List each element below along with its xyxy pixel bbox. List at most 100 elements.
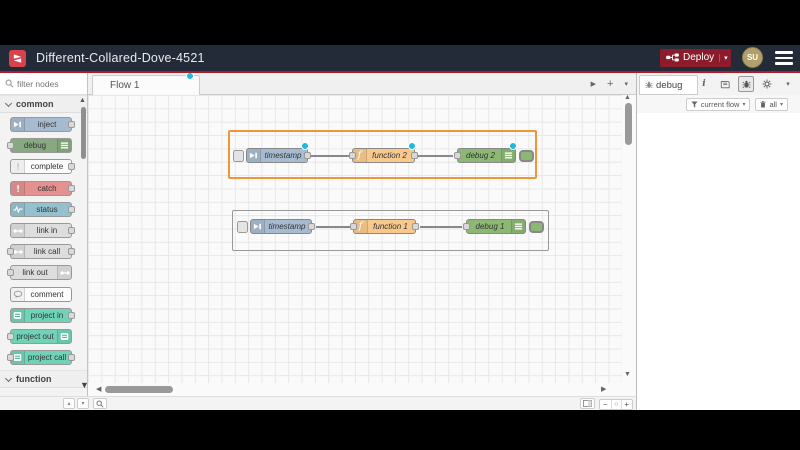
flow-node-function-1[interactable]: ffunction 1 <box>353 219 416 234</box>
palette-node-inject[interactable]: inject <box>10 117 72 132</box>
search-flows-button[interactable] <box>93 398 107 409</box>
palette-scroll-down-icon[interactable]: ▼ <box>80 380 89 390</box>
hscroll-thumb[interactable] <box>105 386 173 393</box>
node-label: debug <box>11 139 71 152</box>
palette-node-catch[interactable]: catch <box>10 181 72 196</box>
palette-category-function[interactable]: function <box>0 370 87 388</box>
tab-debug[interactable]: debug <box>639 75 698 95</box>
node-port-out[interactable] <box>308 223 315 230</box>
info-icon[interactable]: i <box>696 76 712 92</box>
flow-node-function-2[interactable]: ffunction 2 <box>352 148 415 163</box>
navigator-icon[interactable] <box>580 398 595 409</box>
node-port-in[interactable] <box>454 152 461 159</box>
deploy-button[interactable]: Deploy ▾ <box>660 49 731 67</box>
chevron-down-icon: ▾ <box>780 101 783 108</box>
collapse-categories-icon[interactable]: ▴ <box>63 398 75 409</box>
flow-node-timestamp[interactable]: timestamp <box>246 148 308 163</box>
book-icon[interactable] <box>717 76 733 92</box>
node-port-in[interactable] <box>7 248 14 255</box>
palette-node-complete[interactable]: complete <box>10 159 72 174</box>
tab-flow-1[interactable]: Flow 1 <box>92 75 200 95</box>
node-port-out[interactable] <box>304 152 311 159</box>
node-port-out[interactable] <box>68 227 75 234</box>
hscroll-left-icon[interactable]: ◀ <box>96 385 101 393</box>
zoom-in-icon[interactable]: + <box>621 400 632 409</box>
palette-node-project-out[interactable]: project out <box>10 329 72 344</box>
deploy-caret-icon[interactable]: ▾ <box>719 54 732 62</box>
node-port-out[interactable] <box>68 121 75 128</box>
wire[interactable] <box>418 155 453 157</box>
hscroll-right-icon[interactable]: ▶ <box>601 385 606 393</box>
node-label: link in <box>11 224 71 237</box>
node-port-in[interactable] <box>7 333 14 340</box>
filter-nodes-input[interactable] <box>17 79 77 89</box>
node-port-out[interactable] <box>68 248 75 255</box>
flow-tab-label: Flow 1 <box>110 80 139 91</box>
debug-messages-panel[interactable] <box>637 114 800 410</box>
palette-scroll-up-icon[interactable]: ▲ <box>79 97 86 104</box>
node-port-in[interactable] <box>7 354 14 361</box>
palette-node-link-in[interactable]: link in <box>10 223 72 238</box>
palette-node-project-in[interactable]: project in <box>10 308 72 323</box>
vscroll-down-icon[interactable]: ▼ <box>624 371 631 378</box>
node-port-in[interactable] <box>463 223 470 230</box>
palette-category-common[interactable]: common <box>0 95 87 113</box>
zoom-out-icon[interactable]: − <box>600 400 611 409</box>
node-port-out[interactable] <box>68 163 75 170</box>
scroll-tabs-right-icon[interactable]: ▶ <box>591 80 596 88</box>
node-port-in[interactable] <box>7 142 14 149</box>
hamburger-menu-icon[interactable] <box>775 51 793 65</box>
palette-node-project-call[interactable]: project call <box>10 350 72 365</box>
node-label: timestamp <box>251 220 311 234</box>
debug-toggle-button[interactable] <box>519 150 534 162</box>
palette-node-debug[interactable]: debug <box>10 138 72 153</box>
node-port-out[interactable] <box>411 152 418 159</box>
palette-node-comment[interactable]: comment <box>10 287 72 302</box>
node-port-out[interactable] <box>68 354 75 361</box>
palette-node-link-call[interactable]: link call <box>10 244 72 259</box>
expand-categories-icon[interactable]: ▾ <box>77 398 89 409</box>
inject-button[interactable] <box>237 221 248 233</box>
bug-icon <box>645 81 653 89</box>
add-flow-icon[interactable]: + <box>607 78 613 90</box>
node-port-out[interactable] <box>412 223 419 230</box>
vscroll-thumb[interactable] <box>625 103 632 145</box>
node-label: comment <box>11 288 71 301</box>
bug-icon[interactable] <box>738 76 754 92</box>
wire[interactable] <box>311 155 352 157</box>
debug-tab-label: debug <box>656 80 682 91</box>
flow-node-debug-1[interactable]: debug 1 <box>466 219 526 234</box>
debug-toggle-button[interactable] <box>529 221 544 233</box>
debug-filter-button[interactable]: current flow ▾ <box>686 98 751 111</box>
node-label: timestamp <box>247 149 307 163</box>
vscroll-up-icon[interactable]: ▲ <box>624 94 631 101</box>
footer-bar: ▴ ▾ − ○ + <box>0 396 636 410</box>
node-port-out[interactable] <box>68 185 75 192</box>
node-port-out[interactable] <box>68 312 75 319</box>
node-port-in[interactable] <box>350 223 357 230</box>
inject-button[interactable] <box>233 150 244 162</box>
zoom-reset-icon[interactable]: ○ <box>611 400 622 409</box>
debug-clear-button[interactable]: all ▾ <box>755 98 788 111</box>
gear-icon[interactable] <box>759 76 775 92</box>
wire[interactable] <box>316 226 353 228</box>
palette-search[interactable] <box>0 73 87 95</box>
wire[interactable] <box>420 226 462 228</box>
flow-node-timestamp[interactable]: timestamp <box>250 219 312 234</box>
user-avatar[interactable]: SU <box>742 47 763 68</box>
node-port-out[interactable] <box>68 206 75 213</box>
chevron-down-icon[interactable]: ▾ <box>780 76 796 92</box>
node-port-in[interactable] <box>7 269 14 276</box>
palette-node-link-out[interactable]: link out <box>10 265 72 280</box>
node-port-in[interactable] <box>349 152 356 159</box>
right-sidebar: debug i <box>636 73 800 410</box>
palette-scrollbar[interactable] <box>81 107 86 159</box>
node-label: complete <box>11 160 71 173</box>
search-icon <box>96 400 104 408</box>
flow-list-chevron-icon[interactable]: ▾ <box>624 80 628 88</box>
deploy-label: Deploy <box>683 52 714 63</box>
flow-node-debug-2[interactable]: debug 2 <box>457 148 516 163</box>
palette-node-status[interactable]: status <box>10 202 72 217</box>
chevron-icon <box>5 99 12 106</box>
